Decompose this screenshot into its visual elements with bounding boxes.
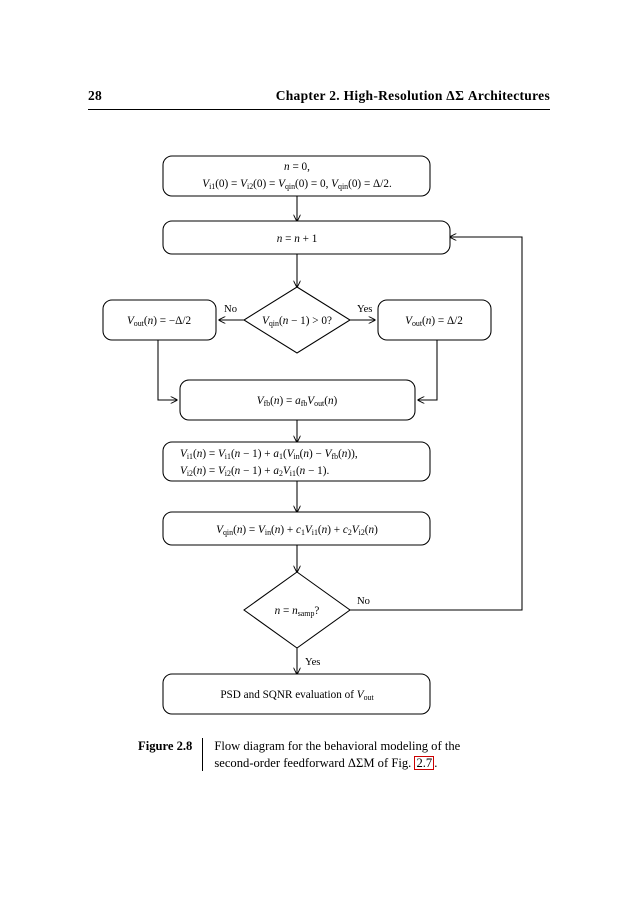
page-number: 28 [88,88,102,103]
node-integrators: Vi1(n) = Vi1(n − 1) + a1(Vin(n) − Vfb(n)… [162,441,431,482]
figure-caption-line2-post: . [434,755,438,770]
node-initialization-line1: n = 0, [284,161,310,173]
node-quantizer-input: Vqin(n) = Vin(n) + c1Vi1(n) + c2Vi2(n) [162,511,431,546]
figure-caption-divider [202,738,204,772]
edge-outneg-to-feedback [157,340,177,400]
node-terminal-evaluation-shape [162,673,431,715]
node-integrators-line1: Vi1(n) = Vi1(n − 1) + a1(Vin(n) − Vfb(n)… [180,448,358,461]
node-output-negative: Vout(n) = −Δ/2 [102,299,217,341]
header-rule [88,109,550,110]
edge-decision2-no-loop [350,237,523,611]
node-decision-quantizer-sign: Vqin(n − 1) > 0? No Yes [224,286,372,354]
node-integrators-shape [162,441,431,482]
node-initialization-line2: Vi1(0) = Vi2(0) = Vqin(0) = 0, Vqin(0) =… [202,178,392,191]
edge-outpos-to-feedback [418,340,438,400]
node-feedback-label: Vfb(n) = afbVout(n) [257,395,338,408]
node-decision-sample-count-shape [243,571,351,649]
node-initialization: n = 0, Vi1(0) = Vi2(0) = Vqin(0) = 0, Vq… [162,155,431,197]
node-decision-sample-count: n = nsamp? No Yes [243,571,370,668]
decision2-yes-label: Yes [305,657,320,668]
node-quantizer-input-label: Vqin(n) = Vin(n) + c1Vi1(n) + c2Vi2(n) [216,524,378,537]
node-quantizer-input-shape [162,511,431,546]
node-increment: n = n + 1 [162,220,451,255]
page-header: 28 Chapter 2. High-Resolution ΔΣ Archite… [88,88,550,114]
figure-crossref-link[interactable]: 2.7 [414,755,435,771]
running-title: Chapter 2. High-Resolution ΔΣ Architectu… [275,88,550,103]
figure-caption-line1: Flow diagram for the behavioral modeling… [214,739,461,753]
node-feedback: Vfb(n) = afbVout(n) [179,379,416,421]
node-output-positive-label: Vout(n) = Δ/2 [405,315,463,328]
figure-caption-line2-pre: second-order feedforward ΔΣM of Fig. [214,755,412,770]
node-decision-quantizer-sign-label: Vqin(n − 1) > 0? [262,315,332,328]
figure-caption-label: Figure 2.8 [138,739,193,753]
node-initialization-shape [162,155,431,197]
decision2-no-label: No [357,596,370,607]
figure-caption: Figure 2.8 Flow diagram for the behavior… [138,738,510,772]
node-feedback-shape [179,379,416,421]
node-output-negative-shape [102,299,217,341]
node-increment-label: n = n + 1 [277,233,318,245]
figure-flow-diagram: n = 0, Vi1(0) = Vi2(0) = Vqin(0) = 0, Vq… [0,132,638,732]
node-increment-shape [162,220,451,255]
decision1-no-label: No [224,304,237,315]
node-decision-sample-count-label: n = nsamp? [275,605,320,618]
node-output-positive-shape [377,299,492,341]
node-terminal-evaluation: PSD and SQNR evaluation of Vout [162,673,431,715]
node-output-positive: Vout(n) = Δ/2 [377,299,492,341]
decision1-yes-label: Yes [357,304,372,315]
node-decision-quantizer-sign-shape [243,286,351,354]
node-terminal-evaluation-label: PSD and SQNR evaluation of Vout [220,689,374,702]
figure-caption-body: Flow diagram for the behavioral modeling… [203,738,460,771]
node-integrators-line2: Vi2(n) = Vi2(n − 1) + a2Vi1(n − 1). [180,465,329,478]
node-output-negative-label: Vout(n) = −Δ/2 [127,315,191,328]
